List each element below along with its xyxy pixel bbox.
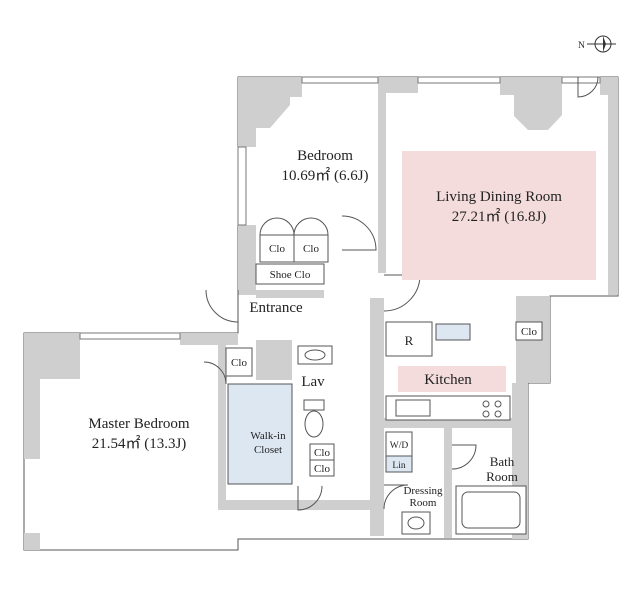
living-room-name: Living Dining Room bbox=[436, 189, 562, 205]
bedroom-closets: Clo Clo bbox=[259, 217, 329, 263]
bath-room-line2: Room bbox=[486, 469, 518, 484]
bedroom-area: 10.69㎡ (6.6J) bbox=[281, 167, 368, 184]
shoe-closet bbox=[255, 263, 325, 285]
master-closet bbox=[225, 347, 253, 377]
living-dining-room-area bbox=[402, 151, 596, 280]
lav-sink bbox=[297, 345, 333, 365]
shoe-closet-label: Shoe Clo bbox=[270, 269, 311, 281]
compass-north-label: N bbox=[578, 41, 585, 51]
master-bedroom-area: 21.54㎡ (13.3J) bbox=[92, 435, 187, 452]
linen-closet bbox=[385, 455, 413, 473]
dressing-room-line2: Room bbox=[410, 497, 437, 509]
closet-label: Clo bbox=[314, 463, 330, 475]
living-closet bbox=[515, 321, 543, 341]
entrance-name: Entrance bbox=[249, 300, 303, 316]
linen-label: Lin bbox=[392, 461, 405, 471]
closet-label: Clo bbox=[521, 326, 537, 338]
lav-closet bbox=[309, 459, 335, 477]
bedroom-name: Bedroom bbox=[297, 148, 353, 164]
dressing-sink-icon bbox=[401, 511, 431, 535]
kitchen-name: Kitchen bbox=[424, 372, 472, 388]
windows bbox=[79, 76, 601, 340]
washer-dryer-label: W/D bbox=[390, 441, 409, 451]
kitchen-counter bbox=[385, 395, 511, 421]
compass-icon: N bbox=[578, 35, 616, 53]
closet-label: Clo bbox=[314, 447, 330, 459]
bath-room-line1: Bath bbox=[490, 454, 515, 469]
refrigerator-label: R bbox=[405, 333, 414, 348]
refrigerator bbox=[385, 321, 433, 357]
closet-label: Clo bbox=[269, 243, 285, 255]
walk-in-closet-line2: Closet bbox=[254, 444, 282, 456]
closet-label: Clo bbox=[303, 243, 319, 255]
living-room-area: 27.21㎡ (16.8J) bbox=[452, 208, 547, 225]
dressing-room-line1: Dressing bbox=[403, 485, 443, 497]
master-bedroom-name: Master Bedroom bbox=[88, 416, 190, 432]
walk-in-closet-area bbox=[228, 384, 292, 484]
walk-in-closet-line1: Walk-in bbox=[250, 430, 286, 442]
bathtub-icon bbox=[455, 485, 527, 535]
lav-name: Lav bbox=[301, 374, 325, 390]
kitchen-counter-top bbox=[435, 323, 471, 341]
toilet-icon bbox=[303, 399, 325, 438]
closet-label: Clo bbox=[231, 357, 247, 369]
kitchen-area bbox=[398, 366, 506, 392]
